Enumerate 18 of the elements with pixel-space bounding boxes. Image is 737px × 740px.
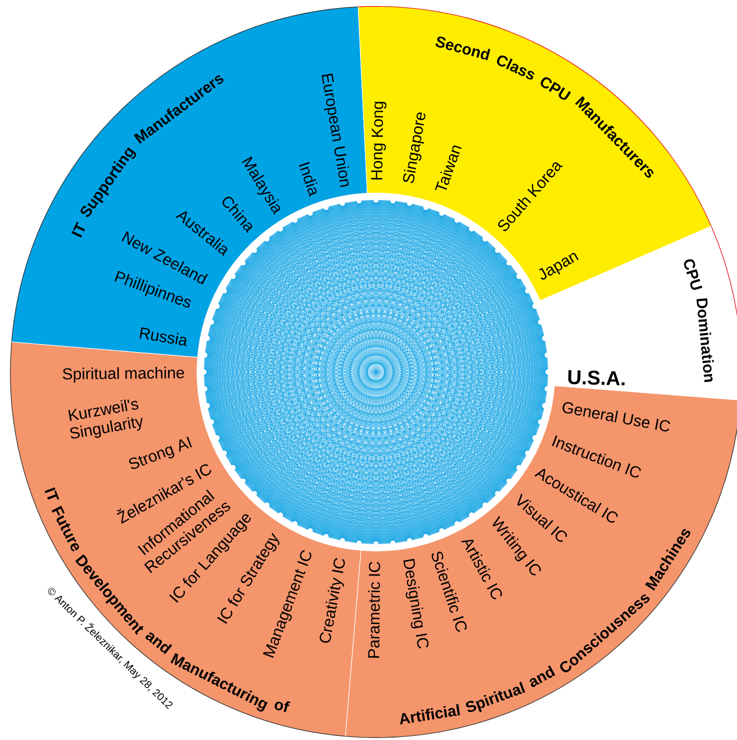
sector-background (345, 385, 737, 738)
sector-item: Singapore (403, 112, 426, 184)
sector-item: India (298, 162, 318, 197)
sector-item: General Use IC (562, 402, 670, 432)
sector-item: Russia (140, 327, 187, 346)
sector-item: Designing IC (403, 558, 428, 649)
sector-item: Hong Kong (371, 102, 386, 180)
sector-item: Kurzweil's Singularity (68, 399, 143, 439)
sector-item: Spiritual machine (62, 366, 184, 383)
sector-background (540, 226, 737, 400)
sector-item: Creativity IC (320, 558, 345, 643)
sector-item: Strong AI (129, 436, 192, 469)
sector-item: U.S.A. (568, 370, 624, 386)
sector-item: European Union (322, 74, 349, 188)
sector-item: Taiwan (434, 146, 462, 190)
sector-background (10, 6, 368, 358)
sector-heading: CPU Domination (684, 259, 714, 382)
sector-item: Parametric IC (368, 562, 380, 658)
